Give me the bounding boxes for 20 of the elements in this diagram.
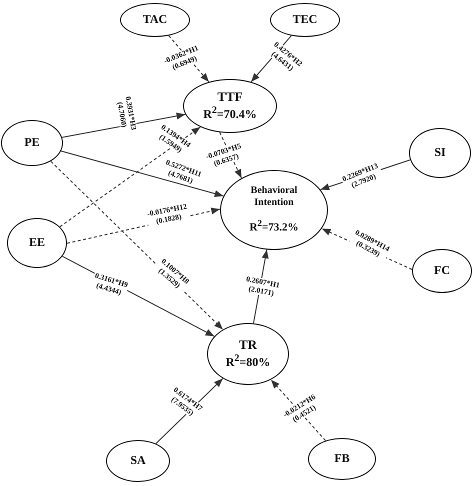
construct-name: TTF [217, 90, 243, 106]
construct-name: Behavioral Intention [250, 185, 298, 208]
r-squared-value: R$^{2}$=73.2% [249, 218, 299, 235]
construct-ellipse [207, 323, 289, 385]
dashed-arrow [270, 379, 326, 442]
construct-name: SI [434, 146, 446, 160]
construct-name: PE [24, 136, 40, 150]
construct-name: TEC [292, 13, 318, 27]
construct-name: FC [434, 264, 450, 278]
dashed-arrow [168, 35, 210, 82]
r-squared-value: R$^{2}$=70.4% [203, 105, 257, 122]
construct-name: TR [238, 338, 258, 354]
construct-ellipse [7, 218, 67, 268]
construct-name: FB [334, 452, 350, 466]
arrow [60, 150, 224, 198]
construct-name: SA [130, 454, 146, 468]
construct-name: TAC [142, 13, 168, 27]
construct-name: EE [28, 236, 45, 250]
dashed-arrow [59, 126, 201, 228]
r-squared-value: R$^{2}$=80% [226, 353, 270, 370]
